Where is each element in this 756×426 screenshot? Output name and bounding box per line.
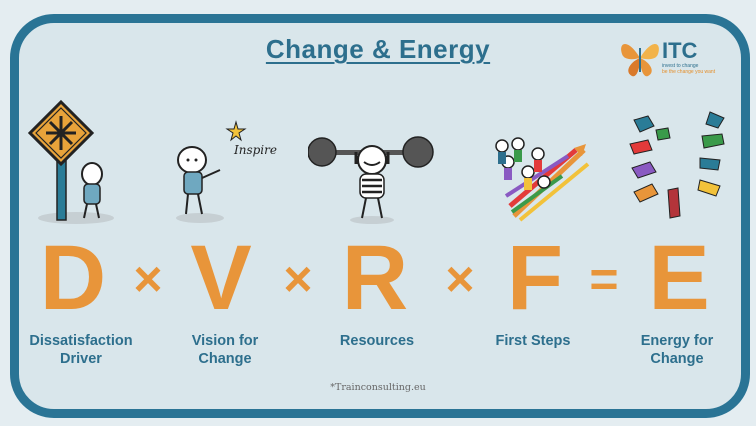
label-energy-for-change: Energy for Change [622,332,732,368]
label-line: Driver [60,351,102,367]
label-line: Vision for [191,333,259,349]
raised-hands-icon [629,111,725,219]
label-line: Resources [339,333,415,349]
letter-e: E [648,227,710,329]
inspire-text: Inspire [233,143,277,157]
letter-r: R [341,227,409,329]
page-title: Change & Energy [0,34,756,65]
operator-multiply-1: × [133,251,163,307]
operator-equals: = [589,251,619,307]
logo-text: ITC [662,38,698,63]
label-first-steps: First Steps [478,332,588,350]
signpost-figure-icon [27,99,114,224]
logo-tagline-1: invest to change [662,63,699,69]
running-arrows-icon [495,137,590,222]
slide-frame [10,14,750,418]
title-text: Change & Energy [265,34,491,64]
label-resources: Resources [322,332,432,350]
operator-multiply-3: × [445,251,475,307]
label-line: Energy for [640,333,714,349]
itc-logo: ITC invest to change be the change you w… [618,36,728,80]
letter-f: F [506,227,564,329]
label-line: Change [650,351,704,367]
label-line: Dissatisfaction [29,333,133,349]
operator-multiply-2: × [283,251,313,307]
logo-tagline-2: be the change you want [662,69,716,75]
source-credit: *Trainconsulting.eu [330,382,426,393]
inspire-figure-icon: Inspire [176,120,277,223]
butterfly-icon [621,44,659,77]
label-line: Change [198,351,252,367]
letter-v: V [190,227,252,329]
weightlifter-figure-icon [308,136,434,224]
logo-tagline: invest to change be the change you want [662,63,722,75]
label-line: First Steps [495,333,571,349]
letter-d: D [39,227,107,329]
label-vision-for-change: Vision for Change [170,332,280,368]
label-dissatisfaction-driver: Dissatisfaction Driver [18,332,144,368]
